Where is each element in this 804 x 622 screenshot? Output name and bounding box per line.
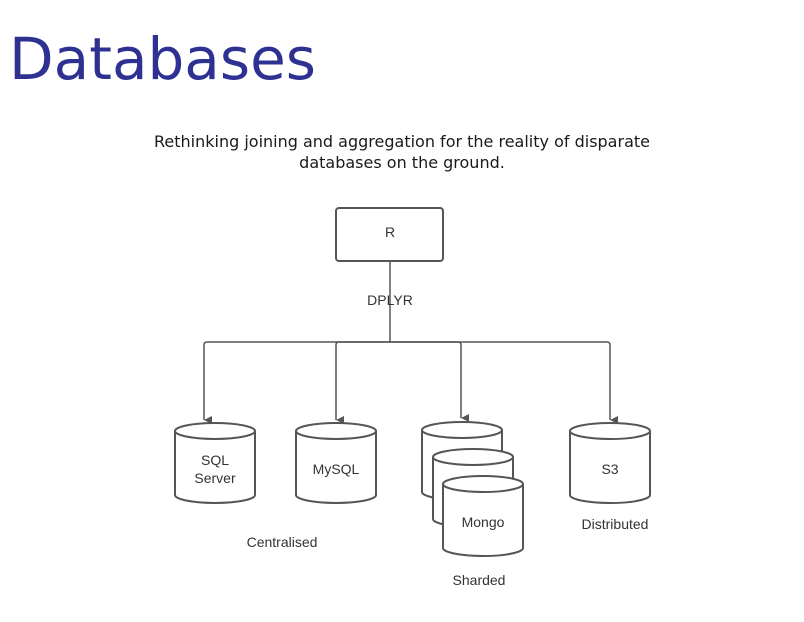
r-node-label: R <box>385 224 395 240</box>
s3-label: S3 <box>601 461 618 477</box>
s3-storage <box>569 422 651 504</box>
slide-subtitle: Rethinking joining and aggregation for t… <box>100 131 704 173</box>
r-node: R <box>335 207 444 262</box>
mysql-label: MySQL <box>313 461 360 477</box>
subtitle-line-2: databases on the ground. <box>299 153 505 172</box>
dplyr-label: DPLYR <box>367 292 413 308</box>
subtitle-line-1: Rethinking joining and aggregation for t… <box>154 132 650 151</box>
distributed-group-label: Distributed <box>582 516 649 532</box>
sql-server-label-line2: Server <box>194 470 236 486</box>
centralised-group-label: Centralised <box>247 534 318 550</box>
mongo-shard-3 <box>442 475 524 557</box>
sql-server-database <box>174 422 256 504</box>
sql-server-label-line1: SQL <box>201 452 229 468</box>
mysql-database <box>295 422 377 504</box>
sharded-group-label: Sharded <box>453 572 506 588</box>
connector-lines <box>203 261 618 424</box>
mongo-label: Mongo <box>462 514 505 530</box>
slide-title: Databases <box>9 25 316 93</box>
